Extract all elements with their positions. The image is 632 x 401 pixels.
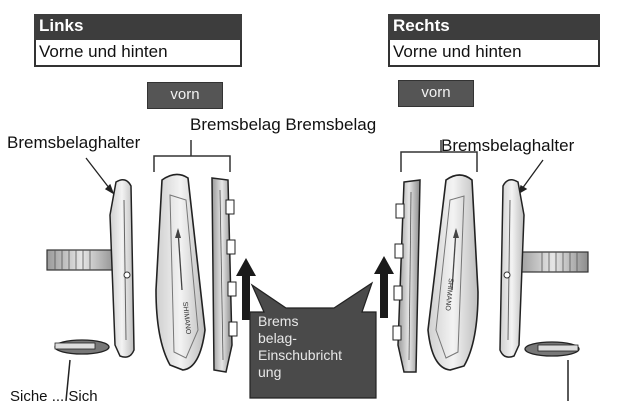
holder-leader-left [85, 157, 115, 195]
right-title: Rechts [388, 14, 600, 40]
callout-bubble [249, 281, 377, 399]
callout-line: belag- [258, 330, 297, 346]
insertion-direction-callout: Brems belag- Einschubricht ung [258, 313, 374, 381]
left-subtitle: Vorne und hinten [34, 40, 242, 67]
left-front-label: vorn [147, 82, 223, 109]
right-front-label: vorn [398, 80, 474, 107]
right-subtitle: Vorne und hinten [388, 40, 600, 67]
pad-brand-left: SHIMANO [181, 301, 191, 335]
holder-label-right: Bremsbelaghalter [441, 136, 575, 155]
pad-bracket-right [400, 140, 478, 172]
holder-label-left: Bremsbelaghalter [7, 133, 141, 152]
left-pad-holder [46, 179, 135, 401]
insert-arrow-right [374, 256, 394, 318]
callout-line: ung [258, 364, 282, 380]
left-pad-insert [211, 177, 238, 373]
pad-pair-label: Bremsbelag Bremsbelag [190, 115, 377, 134]
right-brake-pad: SHIMANO [427, 174, 479, 371]
pad-brand-right: SHIMANO [444, 278, 454, 312]
callout-line: Brems [258, 313, 299, 329]
insert-arrow-left [236, 258, 256, 320]
left-title: Links [34, 14, 242, 40]
callout-line: Einschubricht [258, 347, 343, 363]
bottom-caption: Siche ... Sich [10, 390, 98, 401]
right-pad-insert [392, 179, 421, 373]
right-pad-holder [499, 179, 589, 401]
left-brake-pad: SHIMANO [155, 173, 206, 371]
pad-bracket-left [153, 140, 231, 172]
holder-leader-right [517, 159, 544, 195]
